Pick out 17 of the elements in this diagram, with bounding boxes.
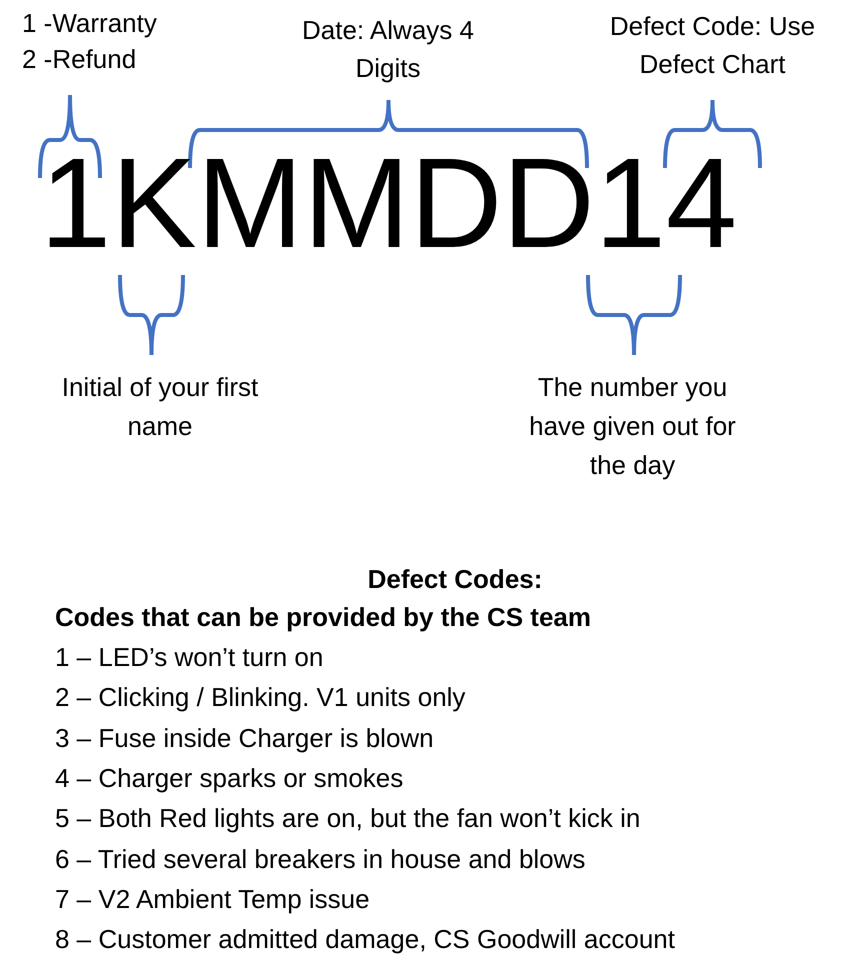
defect-code-item: 1 – LED’s won’t turn on (55, 641, 324, 674)
annotation-text: 1 -Warranty (22, 7, 158, 40)
annotation-text: Defect Code: Use Defect Chart (608, 10, 816, 81)
defect-code-item: 7 – V2 Ambient Temp issue (55, 882, 371, 916)
annotation-text: Date: Always 4 Digits (301, 14, 475, 85)
subheading: Codes that can be provided by the CS team (55, 601, 592, 634)
section-heading: Defect Codes: (366, 563, 544, 596)
defect-code-item: 8 – Customer admitted damage, CS Goodwill account (55, 923, 676, 956)
code-format: 1KMMDD14 (40, 140, 738, 268)
defect-code-item: 5 – Both Red lights are on, but the fan won’t kick in (55, 802, 642, 836)
annotation-text: 2 -Refund (22, 43, 138, 76)
defect-code-item: 3 – Fuse inside Charger is blown (55, 722, 435, 755)
defect-code-item: 2 – Clicking / Blinking. V1 units only (55, 681, 466, 714)
defect-code-item: 4 – Charger sparks or smokes (55, 762, 404, 795)
annotation-text: Initial of your first name (60, 371, 260, 443)
defect-code-item: 6 – Tried several breakers in house and blows (55, 842, 586, 876)
annotation-text: The number you have given out for the day (528, 371, 737, 482)
